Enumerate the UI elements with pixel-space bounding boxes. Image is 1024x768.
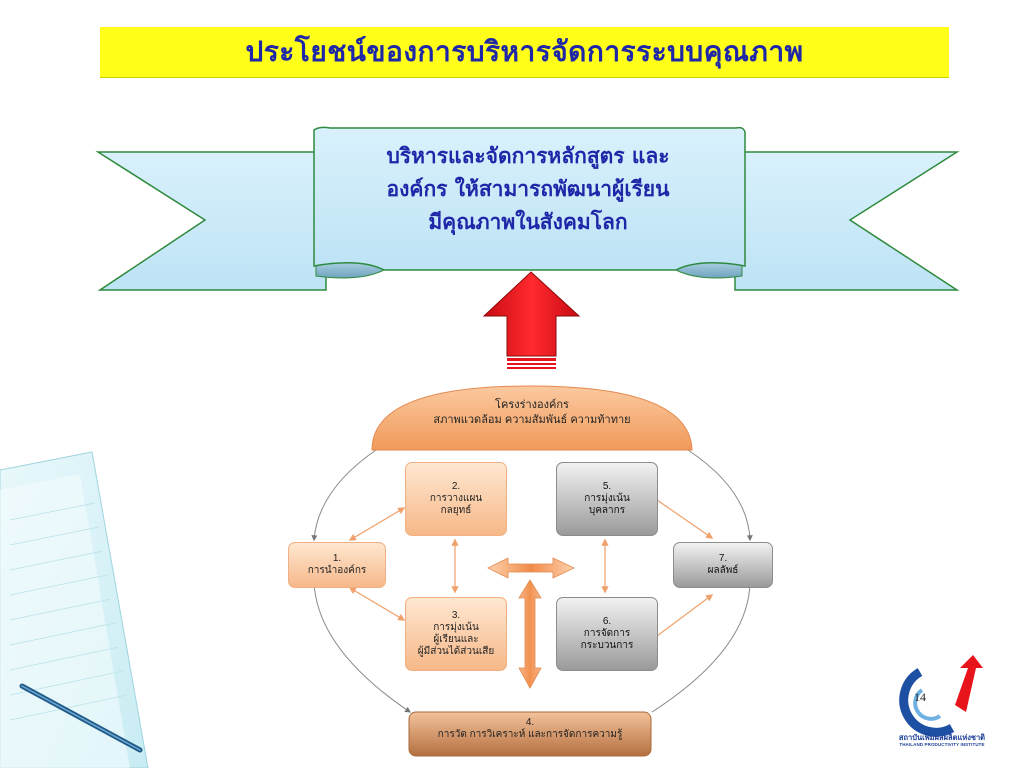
box-2-number: 2. bbox=[451, 481, 461, 492]
diagram-loop-arrows bbox=[311, 449, 753, 713]
diagram-dome bbox=[371, 385, 693, 451]
logo-name-thai: สถาบันเพิ่มผลผลิตแห่งชาติ bbox=[898, 733, 986, 742]
box-3-label-3: ผู้มีส่วนได้ส่วนเสีย bbox=[417, 646, 495, 657]
box-1-number: 1. bbox=[332, 553, 342, 564]
box-2-label-2: กลยุทธ์ bbox=[440, 505, 472, 516]
box-6-label-2: กระบวนการ bbox=[580, 640, 634, 651]
box-5-workforce-focus: 5. การมุ่งเน้น บุคลากร bbox=[556, 462, 658, 536]
box-4-shape bbox=[408, 711, 652, 757]
banner-line-2: องค์กร ให้สามารถพัฒนาผู้เรียน bbox=[386, 177, 670, 201]
page-number: 14 bbox=[914, 690, 926, 704]
banner-line-1: บริหารและจัดการหลักสูตร และ bbox=[386, 144, 670, 168]
box-7-results: 7. ผลลัพธ์ bbox=[673, 542, 773, 588]
banner-ribbon bbox=[95, 126, 960, 291]
box-3-label-2: ผู้เรียนและ bbox=[433, 634, 479, 645]
box-6-label-1: การจัดการ bbox=[583, 628, 631, 639]
red-up-arrow bbox=[482, 271, 581, 369]
logo-caption: สถาบันเพิ่มผลผลิตแห่งชาติ THAILAND PRODU… bbox=[890, 733, 994, 748]
slide-title: ประโยชน์ของการบริหารจัดการระบบคุณภาพ bbox=[245, 35, 804, 68]
box-1-label: การนำองค์กร bbox=[307, 565, 367, 576]
notepad-decoration bbox=[0, 451, 149, 768]
box-3-label-1: การมุ่งเน้น bbox=[433, 622, 479, 633]
box-4-measurement: 4. การวัด การวิเคราะห์ และการจัดการความร… bbox=[409, 717, 651, 741]
box-7-label: ผลลัพธ์ bbox=[707, 565, 739, 576]
dome-subtitle: สภาพแวดล้อม ความสัมพันธ์ ความท้าทาย bbox=[433, 414, 631, 426]
center-arrows bbox=[487, 557, 575, 689]
box-4-label: การวัด การวิเคราะห์ และการจัดการความรู้ bbox=[437, 729, 623, 740]
box-3-number: 3. bbox=[451, 610, 461, 621]
title-bar: ประโยชน์ของการบริหารจัดการระบบคุณภาพ bbox=[100, 27, 949, 77]
logo-name-english: THAILAND PRODUCTIVITY INSTITUTE bbox=[899, 742, 985, 747]
box-5-number: 5. bbox=[602, 481, 612, 492]
box-2-strategic-planning: 2. การวางแผน กลยุทธ์ bbox=[405, 462, 507, 536]
box-4-number: 4. bbox=[525, 717, 535, 728]
box-5-label-1: การมุ่งเน้น bbox=[584, 493, 630, 504]
box-6-process-management: 6. การจัดการ กระบวนการ bbox=[556, 597, 658, 671]
dome-title: โครงร่างองค์กร bbox=[495, 399, 569, 411]
diagram-connectors bbox=[348, 499, 714, 637]
banner-line-3: มีคุณภาพในสังคมโลก bbox=[428, 210, 628, 234]
banner-message: บริหารและจัดการหลักสูตร และ องค์กร ให้สา… bbox=[318, 140, 738, 239]
box-1-leadership: 1. การนำองค์กร bbox=[288, 542, 386, 588]
box-5-label-2: บุคลากร bbox=[588, 505, 626, 516]
box-2-label-1: การวางแผน bbox=[429, 493, 483, 504]
dome-label: โครงร่างองค์กร สภาพแวดล้อม ความสัมพันธ์ … bbox=[372, 398, 692, 428]
box-7-number: 7. bbox=[718, 553, 728, 564]
box-6-number: 6. bbox=[602, 616, 612, 627]
box-3-student-focus: 3. การมุ่งเน้น ผู้เรียนและ ผู้มีส่วนได้ส… bbox=[405, 597, 507, 671]
institute-logo bbox=[899, 655, 983, 737]
